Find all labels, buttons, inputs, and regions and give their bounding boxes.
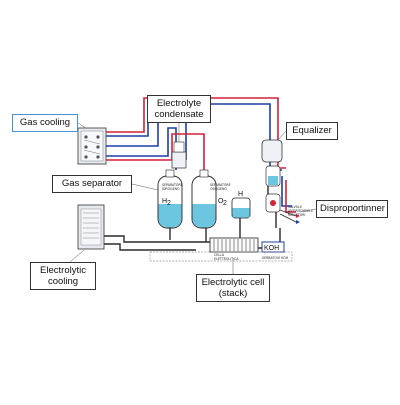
label-condensate-line1: Electrolyte: [156, 98, 202, 109]
label-cooling-line1: Electrolytic: [40, 265, 86, 276]
label-cooling-line2: cooling: [47, 276, 79, 287]
h2-symbol: H: [162, 198, 167, 205]
h2o-symbol: H: [238, 191, 243, 198]
label-electrolyte-condensate: Electrolyte condensate: [147, 95, 211, 123]
label-equalizer-text: Equalizer: [292, 125, 332, 136]
label-disproportinner-text: Disproportinner: [320, 203, 385, 214]
o2-sub: 2: [223, 200, 227, 207]
gas-separator-h2: [157, 169, 183, 229]
sep-o2-text-b: OSSIGENO: [210, 187, 227, 191]
valve-text-a: VALVOLE: [288, 205, 302, 209]
equalizer-unit: [261, 139, 283, 187]
h2-sub: 2: [167, 200, 171, 207]
gas-cooling-unit: [77, 127, 107, 165]
label-disproportinner: Disproportinner: [316, 200, 388, 218]
label-gas-cooling: Gas cooling: [12, 114, 78, 132]
label-gas-separator: Gas separator: [52, 175, 132, 193]
label-condensate-line2: condensate: [154, 109, 204, 120]
valve-text-c: RIDUTTORI: [288, 213, 306, 217]
label-cell-line2: (stack): [218, 288, 248, 299]
o2-symbol: O: [218, 198, 224, 205]
koh-water-tank: [231, 197, 251, 219]
disproportioner-unit: [265, 193, 300, 224]
cell-text-b: ELETTROLITICA: [214, 257, 239, 261]
electrolytic-cell-stack: [149, 237, 293, 262]
sep-h2-text-b: IDROGENO: [162, 187, 180, 191]
sep-h2-text-a: SEPARATORE: [162, 183, 183, 187]
label-gas-cooling-text: Gas cooling: [19, 117, 71, 128]
condensate-unit: [171, 141, 187, 169]
label-equalizer: Equalizer: [286, 122, 338, 140]
cell-text-a: CELLA: [214, 253, 225, 257]
electrolytic-cooling-unit: [77, 204, 105, 250]
label-cell-line1: Electrolytic cell: [201, 277, 265, 288]
label-gas-separator-text: Gas separator: [61, 178, 123, 189]
label-electrolytic-cell: Electrolytic cell (stack): [196, 274, 270, 302]
gas-separator-o2: [191, 169, 217, 229]
sep-o2-text-a: SEPARATORE: [210, 183, 231, 187]
koh-tank-text: SERBATOIO KOH: [262, 256, 289, 260]
koh-symbol: KOH: [264, 245, 279, 252]
label-electrolytic-cooling: Electrolytic cooling: [30, 262, 96, 290]
